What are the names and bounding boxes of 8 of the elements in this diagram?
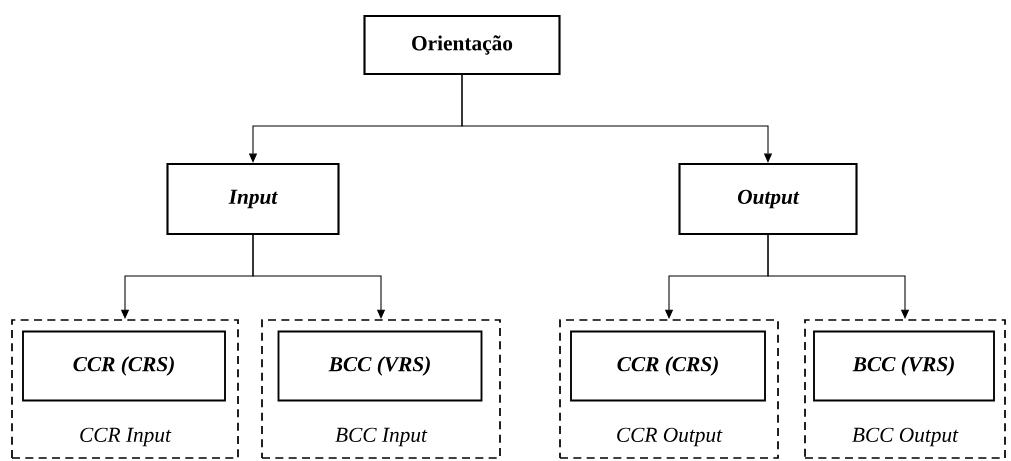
model-box: CCR (CRS) bbox=[22, 330, 226, 402]
category-box: Output bbox=[678, 162, 858, 236]
category-box: Orientação bbox=[363, 14, 561, 76]
arrow bbox=[461, 74, 773, 163]
model-box: BCC (VRS) bbox=[813, 330, 995, 402]
category-box: Input bbox=[166, 162, 340, 236]
model-box: BCC (VRS) bbox=[277, 330, 483, 402]
model-box: CCR (CRS) bbox=[570, 330, 766, 402]
